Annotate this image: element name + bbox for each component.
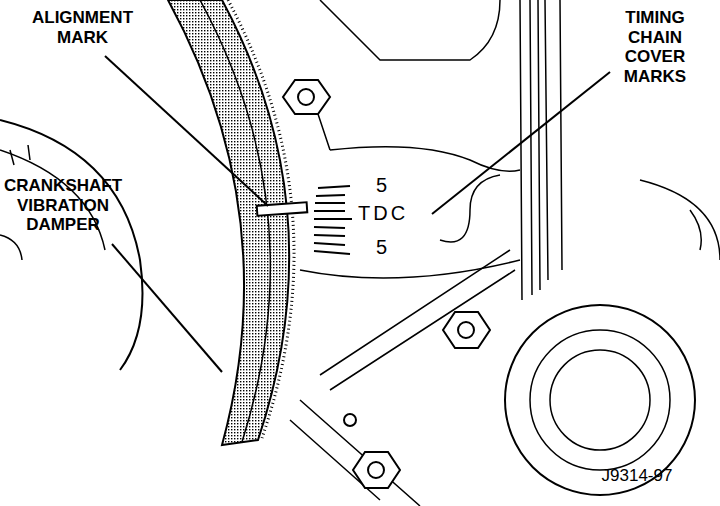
part-label: CRANKSHAFT VIBRATION DAMPER (4, 176, 122, 235)
part-label: TIMING CHAIN COVER MARKS (605, 8, 705, 86)
scale-number: 5 (376, 236, 406, 259)
figure-id: J9314-97 (572, 466, 702, 486)
scale-number: 5 (376, 174, 406, 197)
scale-label: TDC (358, 202, 428, 225)
part-label: ALIGNMENT MARK (15, 8, 150, 47)
